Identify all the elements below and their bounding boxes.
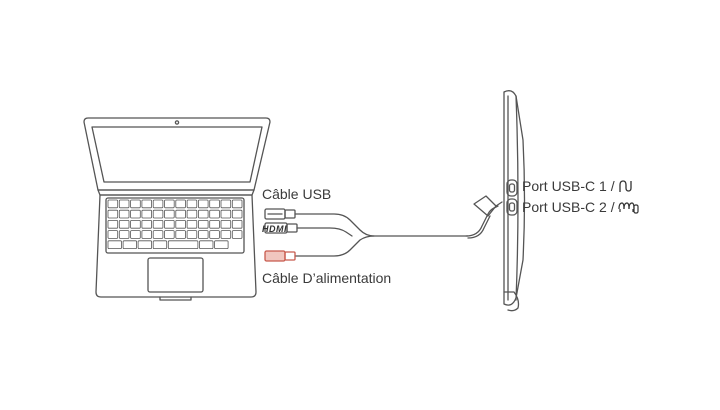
port-usb-c-1-text: Port USB-C 1 /: [522, 178, 615, 194]
keyboard-key: [209, 199, 220, 209]
keyboard-key: [130, 209, 141, 219]
keyboard-key: [141, 230, 152, 239]
laptop-illustration: [83, 117, 271, 301]
keyboard-key: [141, 219, 152, 229]
keyboard-key: [209, 230, 220, 239]
keyboard-key: [152, 209, 164, 219]
cable-lines: [294, 205, 499, 257]
keyboard-key: [209, 209, 220, 219]
keyboard-key: [220, 219, 232, 229]
keyboard-key: [197, 209, 209, 219]
keyboard-key: [152, 199, 164, 209]
keyboard-key: [164, 209, 175, 219]
keyboard-key: [220, 199, 232, 209]
usb-connector: [264, 208, 296, 220]
keyboard-key: [186, 219, 198, 229]
keyboard-key: [220, 209, 232, 219]
hdmi-connector: [264, 222, 298, 234]
usb-cable-icon: [619, 180, 633, 192]
keyboard-key: [141, 199, 152, 209]
port-usb-c-1-label: Port USB-C 1 /: [522, 178, 633, 194]
keyboard-key: [175, 209, 186, 219]
keyboard-key: [220, 230, 232, 239]
keyboard-key: [164, 230, 175, 239]
keyboard-key: [107, 209, 119, 219]
power-connector: [264, 250, 296, 262]
keyboard-key: [209, 219, 220, 229]
keyboard-key: [175, 230, 186, 239]
keyboard-key: [107, 199, 119, 209]
keyboard-key: [141, 209, 152, 219]
hdmi-label: HDMI: [262, 224, 287, 234]
tablet-illustration: [503, 90, 526, 312]
usb-cable-label: Câble USB: [262, 186, 332, 202]
keyboard-key: [122, 240, 137, 250]
port-usb-c-2-label: Port USB-C 2 /: [522, 199, 640, 215]
keyboard-key: [197, 199, 209, 209]
port-usb-c-2-text: Port USB-C 2 /: [522, 199, 615, 215]
keyboard-key: [137, 240, 153, 250]
keyboard-key: [197, 230, 209, 239]
keyboard-key: [118, 219, 130, 229]
keyboard-keys: [107, 199, 243, 250]
keyboard-key: [118, 209, 130, 219]
keyboard-key: [107, 240, 122, 250]
keyboard-key: [175, 199, 186, 209]
keyboard-key: [186, 199, 198, 209]
keyboard-key: [231, 209, 243, 219]
keyboard-key: [130, 219, 141, 229]
keyboard-key: [130, 230, 141, 239]
keyboard-key: [107, 230, 119, 239]
keyboard-key: [231, 230, 243, 239]
keyboard-key: [167, 240, 199, 250]
keyboard-key: [186, 230, 198, 239]
keyboard-key: [199, 240, 214, 250]
keyboard-key: [186, 209, 198, 219]
keyboard-key: [175, 219, 186, 229]
power-cable-label: Câble D’alimentation: [262, 270, 392, 286]
keyboard-key: [118, 230, 130, 239]
keyboard-key: [214, 240, 229, 250]
keyboard-key: [152, 230, 164, 239]
keyboard-key: [164, 199, 175, 209]
keyboard-key: [197, 219, 209, 229]
keyboard-key: [152, 240, 168, 250]
keyboard-key: [231, 219, 243, 229]
keyboard-key: [130, 199, 141, 209]
keyboard-key: [164, 219, 175, 229]
usb-c-angle-plug: [473, 195, 503, 217]
keyboard-key: [107, 219, 119, 229]
keyboard-key: [152, 219, 164, 229]
keyboard-key: [118, 199, 130, 209]
keyboard-key: [231, 199, 243, 209]
power-cable-icon: [618, 202, 640, 214]
